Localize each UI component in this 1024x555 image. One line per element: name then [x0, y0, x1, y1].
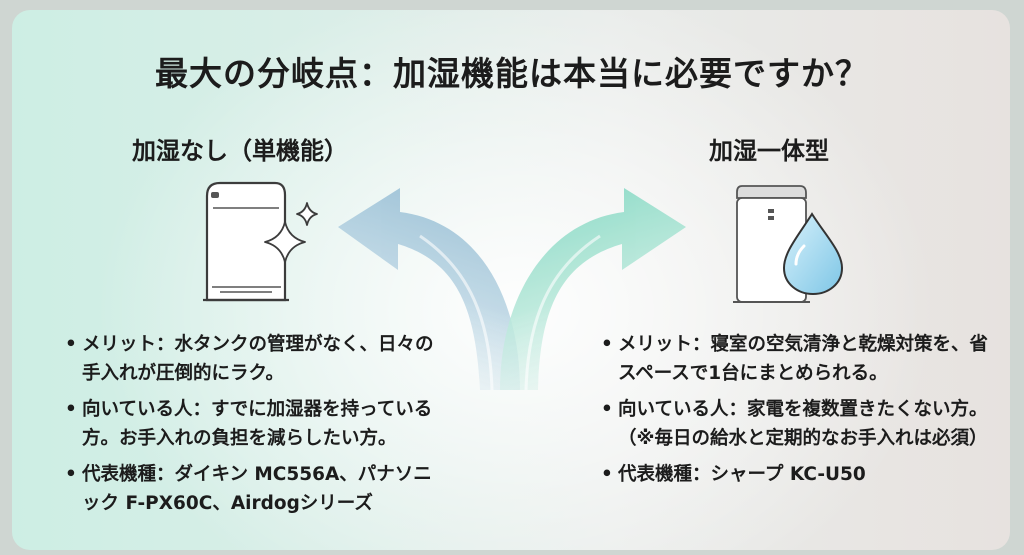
left-bullet-list: メリット：水タンクの管理がなく、日々の手入れが圧倒的にラク。 向いている人：すで…	[62, 330, 442, 525]
air-purifier-icon	[203, 181, 289, 302]
curved-arrow-right	[500, 188, 686, 391]
heading-no-humidifier: 加湿なし（単機能）	[132, 137, 348, 165]
water-drop-icon	[782, 212, 844, 296]
left-bullet-merit: メリット：水タンクの管理がなく、日々の手入れが圧倒的にラク。	[62, 330, 442, 388]
right-bullet-models: 代表機種：シャープ KC-U50	[598, 460, 990, 489]
left-bullet-suited: 向いている人：すでに加湿器を持っている方。お手入れの負担を減らしたい方。	[62, 395, 442, 453]
heading-humidifier-combo: 加湿一体型	[709, 137, 829, 165]
sparkle-icon	[264, 202, 318, 263]
right-bullet-suited: 向いている人：家電を複数置きたくない方。（※毎日の給水と定期的なお手入れは必須）	[598, 395, 990, 453]
right-bullet-merit: メリット：寝室の空気清浄と乾燥対策を、省スペースで1台にまとめられる。	[598, 330, 990, 388]
right-bullet-list: メリット：寝室の空気清浄と乾燥対策を、省スペースで1台にまとめられる。 向いてい…	[598, 330, 990, 496]
left-bullet-models: 代表機種：ダイキン MC556A、パナソニック F-PX60C、Airdogシリ…	[62, 460, 442, 518]
curved-arrow-left	[338, 188, 520, 391]
page-title: 最大の分岐点：加湿機能は本当に必要ですか？	[155, 54, 869, 93]
